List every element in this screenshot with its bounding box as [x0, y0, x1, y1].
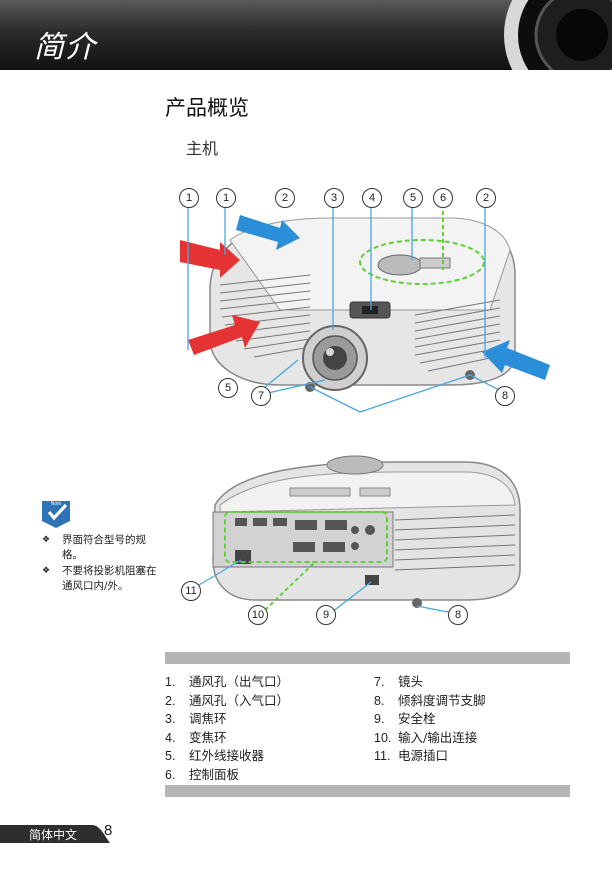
projector-rear-illustration — [198, 455, 521, 614]
legend-item: 2.通风孔（入气口） — [165, 692, 290, 708]
legend-item: 7.镜头 — [374, 674, 424, 689]
callout-9: 9 — [316, 605, 336, 625]
legend-top-bar — [165, 652, 570, 664]
callout-5b: 5 — [218, 378, 238, 398]
section-title: 产品概览 — [165, 96, 249, 120]
diamond-bullet-icon: ❖ — [42, 566, 51, 576]
legend-item: 8.倾斜度调节支脚 — [374, 692, 486, 708]
note-list: ❖界面符合型号的规格。 ❖不要将投影机阻塞在通风口内/外。 — [40, 533, 158, 595]
note-badge-label: Note — [51, 501, 62, 507]
legend-item: 6.控制面板 — [165, 766, 240, 782]
callout-1a: 1 — [179, 188, 199, 208]
legend-item: 10.输入/输出连接 — [374, 729, 478, 745]
callout-1b: 1 — [216, 188, 236, 208]
callout-7: 7 — [251, 386, 271, 406]
note-icon: Note — [42, 501, 70, 528]
callout-4: 4 — [362, 188, 382, 208]
projector-front-illustration — [180, 204, 550, 413]
callout-2a: 2 — [275, 188, 295, 208]
legend-item: 9.安全栓 — [374, 711, 436, 726]
page-number: 8 — [104, 822, 113, 839]
diamond-bullet-icon: ❖ — [42, 535, 51, 545]
legend-item: 4.变焦环 — [165, 729, 227, 745]
note-item: ❖不要将投影机阻塞在通风口内/外。 — [42, 565, 157, 592]
callout-8a: 8 — [495, 386, 515, 406]
legend-item: 5.红外线接收器 — [165, 748, 265, 763]
legend-item: 11.电源插口 — [374, 748, 449, 763]
callout-6: 6 — [433, 188, 453, 208]
legend-item: 1.通风孔（出气口） — [165, 674, 290, 689]
callout-10: 10 — [248, 605, 268, 625]
footer-language: 简体中文 — [29, 828, 78, 842]
legend-right: 7.镜头 8.倾斜度调节支脚 9.安全栓 10.输入/输出连接 11.电源插口 — [374, 673, 486, 766]
section-subtitle: 主机 — [186, 139, 219, 158]
callout-8b: 8 — [448, 605, 468, 625]
footer-tab — [0, 825, 110, 843]
legend-left: 1.通风孔（出气口） 2.通风孔（入气口） 3.调焦环 4.变焦环 5.红外线接… — [165, 673, 289, 784]
callout-3: 3 — [324, 188, 344, 208]
callout-2b: 2 — [476, 188, 496, 208]
page-header: 简介 — [0, 0, 612, 70]
legend-item: 3.调焦环 — [165, 711, 227, 726]
legend-bottom-bar — [165, 785, 570, 797]
callout-5a: 5 — [403, 188, 423, 208]
lens-decoration-icon — [504, 0, 612, 70]
page-header-title: 简介 — [34, 30, 96, 65]
callout-11: 11 — [181, 581, 201, 601]
note-item: ❖界面符合型号的规格。 — [42, 534, 146, 561]
